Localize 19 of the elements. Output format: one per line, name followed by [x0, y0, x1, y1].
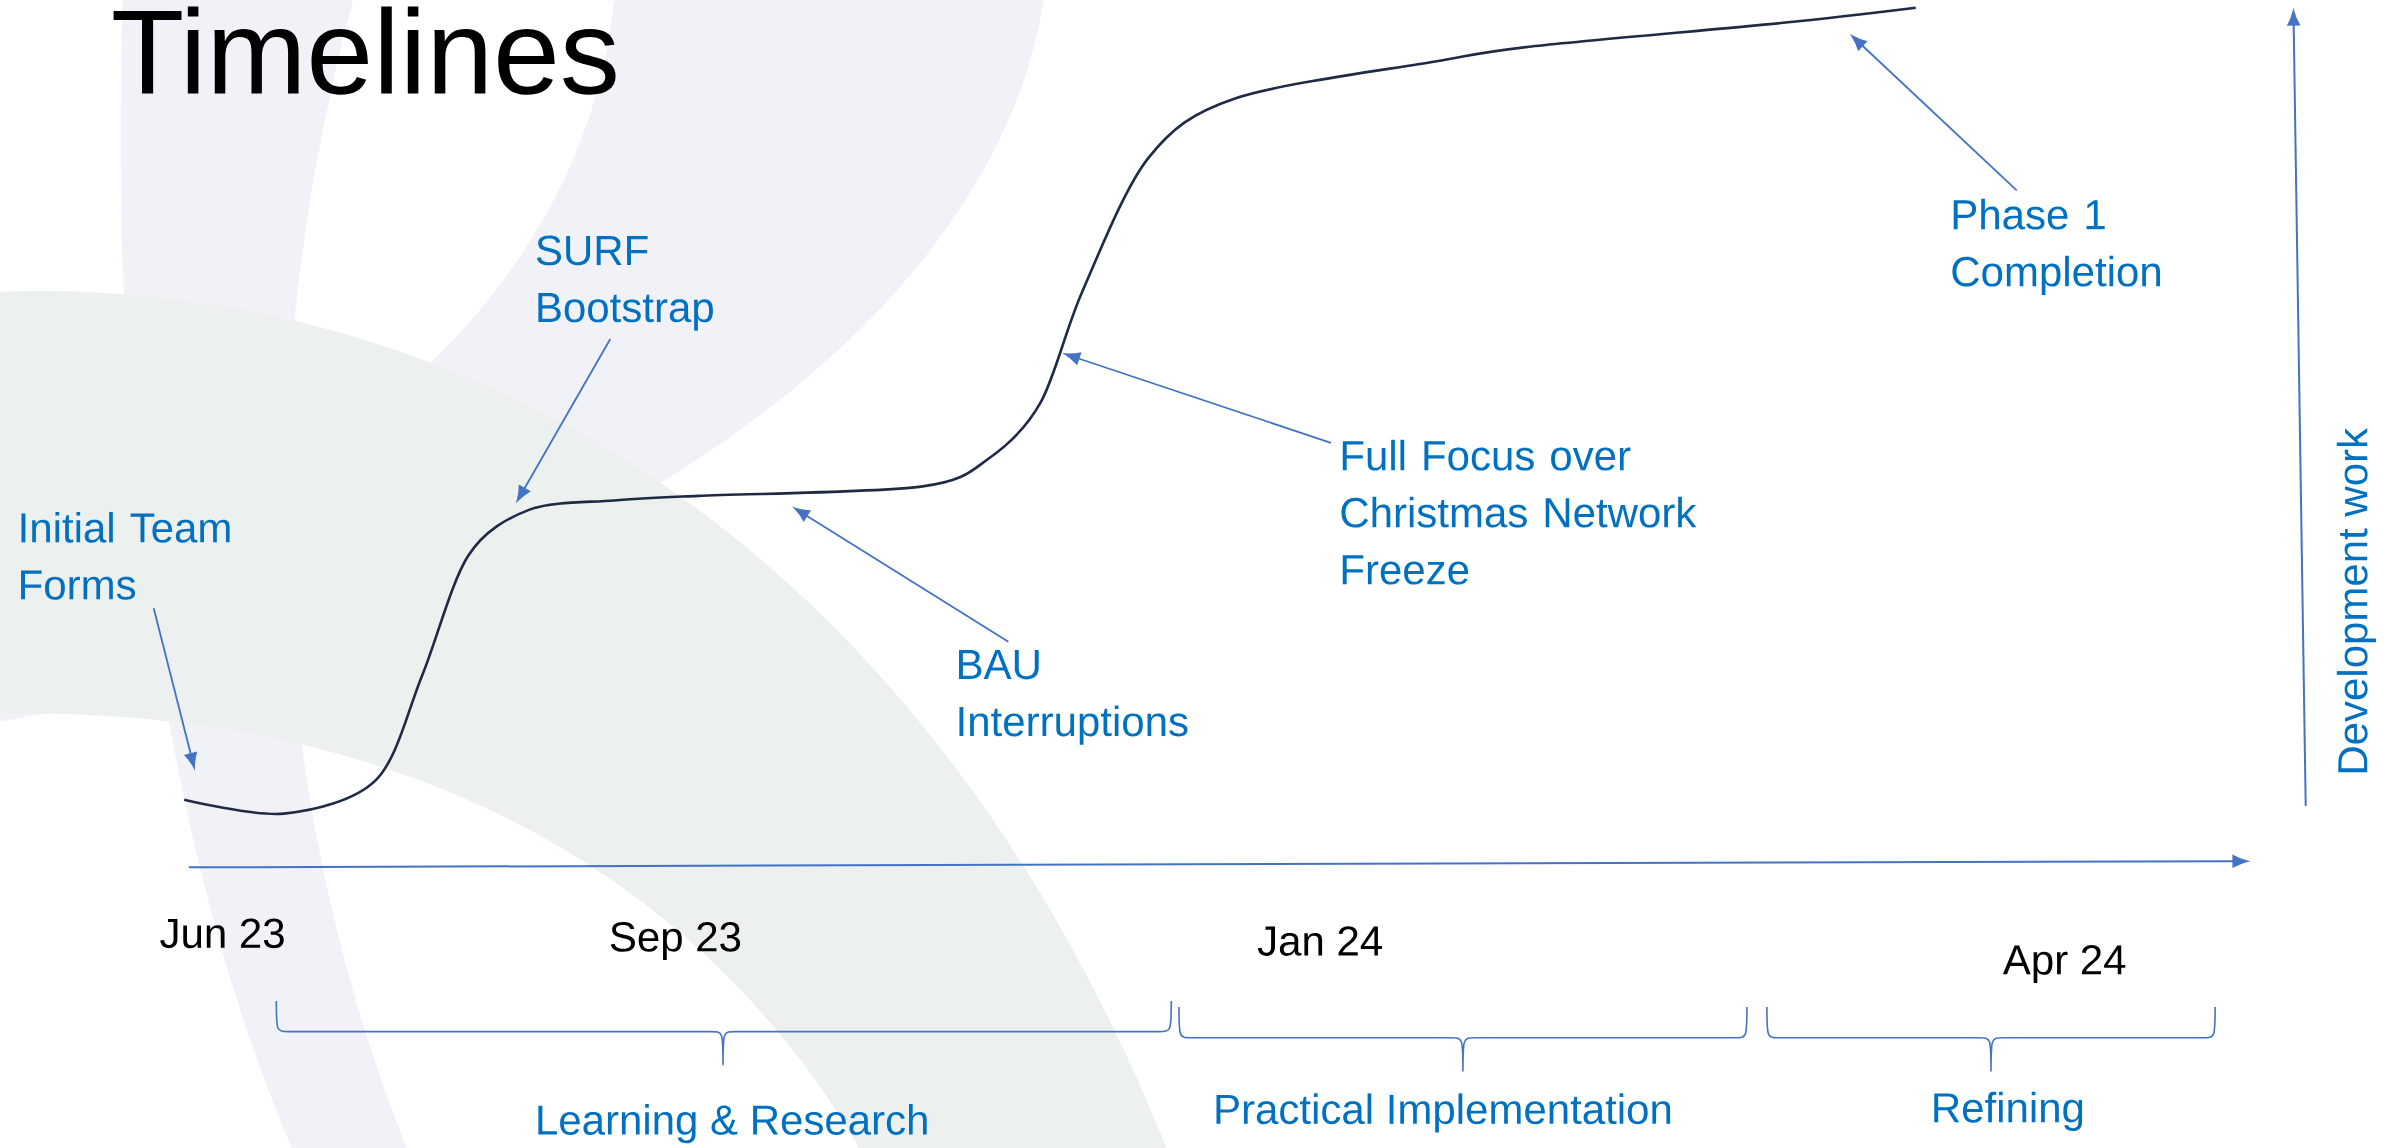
phase-label: Learning & Research: [538, 1104, 927, 1144]
date-label: Sep 23: [610, 921, 741, 960]
phase-label: Practical Implementation: [1216, 1093, 1671, 1133]
leader-line: [1851, 35, 2018, 192]
annotation-text: SURF Bootstrap: [536, 235, 713, 331]
annotation-text: Initial Team Forms: [21, 511, 230, 600]
annotation-text: BAU Interruptions: [959, 649, 1188, 745]
annotation-text: Phase 1 Completion: [1952, 198, 2160, 295]
leader-line: [516, 338, 612, 502]
leader-line: [152, 607, 197, 768]
axis-label: Development work: [2336, 427, 2376, 773]
date-label: Apr 24: [2002, 944, 2126, 983]
annotation-text: Full Focus over Christmas Network Freeze: [1341, 439, 1697, 585]
phase-label: Refining: [1934, 1091, 2083, 1131]
date-label: Jan 24: [1257, 926, 1382, 956]
leader-line: [1064, 352, 1332, 444]
title: Timelines: [113, 6, 616, 95]
leader-line: [794, 507, 1010, 643]
date-label: Jun 23: [160, 918, 284, 949]
